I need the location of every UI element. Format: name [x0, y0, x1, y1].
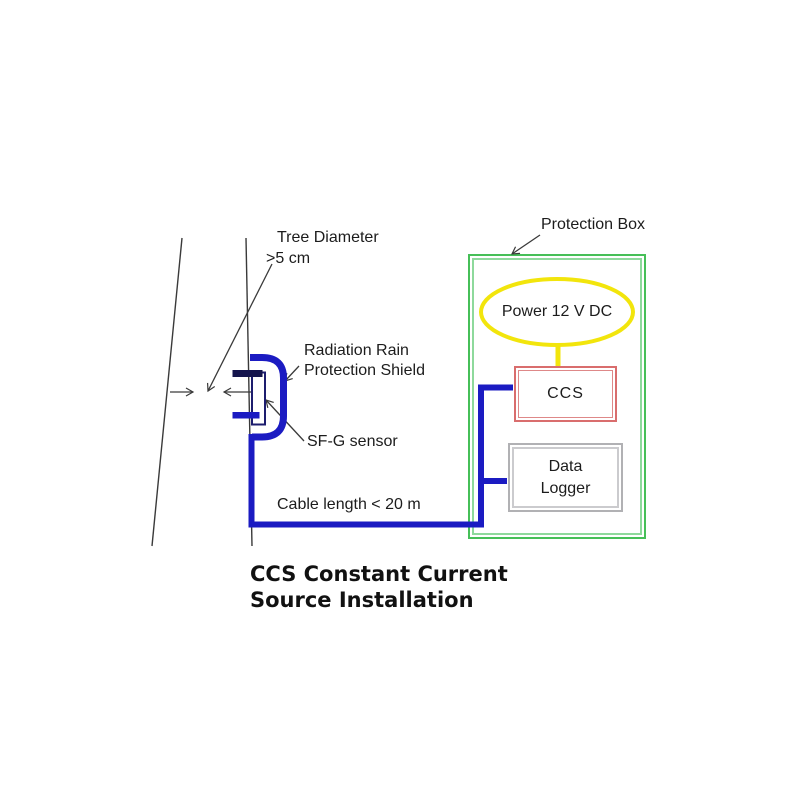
rain-shield-label-line2: Protection Shield [304, 362, 425, 379]
diagram-title: CCS Constant Current Source Installation [250, 561, 508, 613]
rain-shield-label-line1: Radiation Rain [304, 342, 409, 359]
rain-shield-label: Radiation Rain Protection Shield [304, 341, 425, 381]
ccs-label: CCS [547, 385, 584, 402]
ccs-box [514, 366, 617, 422]
cable-length-label: Cable length < 20 m [277, 496, 421, 513]
tree-diameter-label-line2: >5 cm [266, 250, 311, 267]
diagram-title-line2: Source Installation [250, 588, 474, 612]
tree-diameter-label-line1: Tree Diameter [277, 229, 379, 246]
data-logger-label-line1: Data [548, 457, 583, 475]
sensor-label: SF-G sensor [307, 433, 398, 450]
ccs-box-inner-border [518, 370, 613, 418]
diagram-title-line1: CCS Constant Current [250, 562, 508, 586]
power-supply-label: Power 12 V DC [501, 303, 613, 320]
data-logger-label: Data Logger [508, 443, 623, 512]
data-logger-box [508, 443, 623, 512]
data-logger-label-line2: Logger [540, 479, 591, 497]
protection-box-label: Protection Box [541, 216, 646, 233]
data-logger-box-inner-border [512, 447, 619, 508]
